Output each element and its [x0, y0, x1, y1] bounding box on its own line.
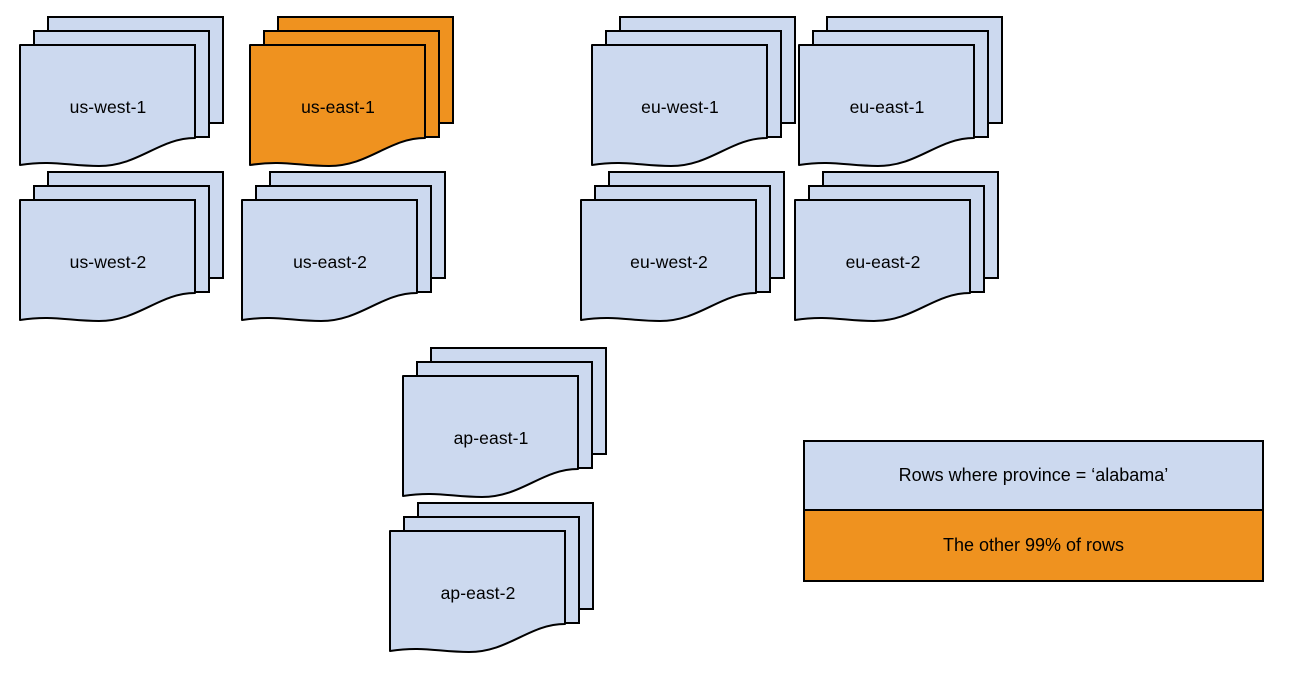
stack-sheets-eu-west-1 [591, 16, 796, 167]
legend: Rows where province = ‘alabama’ The othe… [803, 440, 1264, 582]
legend-label-other: The other 99% of rows [942, 535, 1125, 555]
stack-us-east-2[interactable]: us-east-2 [241, 169, 455, 333]
stack-eu-east-2[interactable]: eu-east-2 [794, 169, 1008, 333]
stack-sheets-us-east-1 [249, 16, 454, 167]
stack-sheets-us-west-2 [19, 171, 224, 322]
stack-sheets-eu-east-1 [798, 16, 1003, 167]
stack-ap-east-2[interactable]: ap-east-2 [389, 500, 603, 664]
stack-us-west-1[interactable]: us-west-1 [19, 14, 233, 178]
stack-eu-west-2[interactable]: eu-west-2 [580, 169, 794, 333]
stack-sheets-eu-west-2 [580, 171, 785, 322]
legend-item-other: The other 99% of rows [805, 511, 1262, 580]
stack-sheets-ap-east-1 [402, 347, 607, 498]
stack-us-west-2[interactable]: us-west-2 [19, 169, 233, 333]
legend-label-alabama: Rows where province = ‘alabama’ [898, 465, 1169, 485]
stack-ap-east-1[interactable]: ap-east-1 [402, 345, 616, 509]
stack-eu-east-1[interactable]: eu-east-1 [798, 14, 1012, 178]
stack-sheets-eu-east-2 [794, 171, 999, 322]
stack-sheets-ap-east-2 [389, 502, 594, 653]
stack-sheets-us-east-2 [241, 171, 446, 322]
stack-eu-west-1[interactable]: eu-west-1 [591, 14, 805, 178]
stack-us-east-1[interactable]: us-east-1 [249, 14, 463, 178]
legend-item-alabama: Rows where province = ‘alabama’ [805, 442, 1262, 511]
stack-sheets-us-west-1 [19, 16, 224, 167]
